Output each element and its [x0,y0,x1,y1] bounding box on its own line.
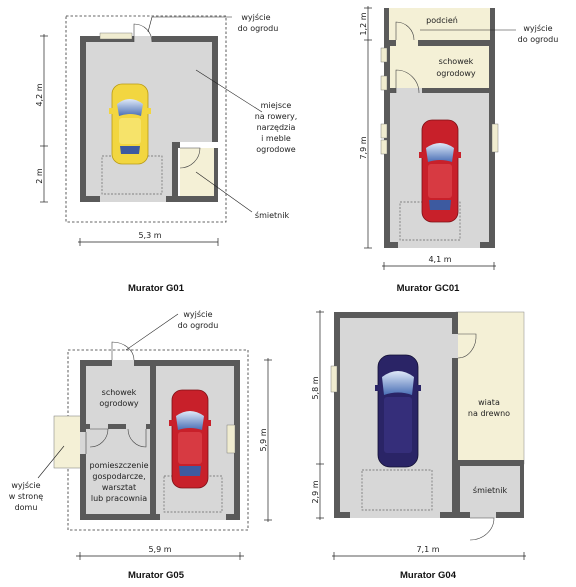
g05-car [169,389,211,489]
gc01-storage-label-1: schowek [439,57,474,66]
gc01-storage-door [395,69,420,94]
g01-storage-label-2: na rowery, [255,112,298,121]
g01-storage-label-1: miejsce [261,101,292,110]
gc01-storage-label-2: ogrodowy [436,69,475,78]
g05-exit-top-label-1: wyjście [183,309,212,319]
g05-storage-room [86,366,152,426]
g01-dim-depth-bin: 2 m [35,168,44,184]
g01-plot-outline [65,15,227,223]
plan-g04: 5,8 m 2,9 m 7,1 m wiata na drewno śmietn… [311,310,526,581]
g01-bin-door [179,147,201,169]
g04-title: Murator G04 [400,570,457,581]
g04-car [375,354,421,468]
g05-exit-side-label-1: wyjście [11,480,40,490]
gc01-exit-label-1: wyjście [523,23,552,33]
g05-room-label-4: lub pracownia [91,494,147,503]
g05-exit-top-label-2: do ogrodu [178,321,219,330]
g04-dim-depth-main: 5,8 m [311,376,320,399]
g01-bin-label: śmietnik [255,210,290,220]
g05-exit-side-label-2: w stronę [9,492,43,501]
g01-title: Murator G01 [128,283,185,294]
gc01-cellar-label: podcień [426,16,458,25]
g05-storage-label-2: ogrodowy [99,399,138,408]
gc01-dim-depth-main: 7,9 m [359,136,368,159]
g04-wood-shelter [456,312,524,464]
g04-dim-width: 7,1 m [416,545,439,554]
g04-shelter-label-1: wiata [478,398,500,407]
g01-storage-label-3: narzędzia [257,123,296,132]
plan-gc01: 1,2 m 7,9 m 4,1 m podcień wyjście do ogr… [359,6,558,294]
g04-bin-room [460,466,520,512]
gc01-garden-exit-door [395,21,415,41]
g04-bin-label: śmietnik [473,485,508,495]
g01-dim-depth-main: 4,2 m [35,83,44,106]
g04-bin-door [469,517,495,541]
g01-exit-label-2: do ogrodu [238,24,279,33]
g05-room-label-1: pomieszczenie [89,461,148,470]
gc01-exit-label-2: do ogrodu [518,35,559,44]
gc01-car [419,119,461,223]
plan-g05: 5,9 m 5,9 m wyjście do ogrodu schowek og… [9,309,272,581]
g05-title: Murator G05 [128,570,185,581]
g05-room-label-2: gospodarcze, [92,472,145,481]
g01-storage-label-4: i meble [261,134,291,143]
gc01-storage-room [390,46,489,88]
plan-g01: 4,2 m 2 m 5,3 m wyjście do ogrodu miejsc… [35,12,297,294]
g05-dim-depth: 5,9 m [259,428,268,451]
g04-parking-spot [361,469,433,511]
g05-room-label-3: warsztat [102,483,136,492]
g04-shelter-door [457,333,477,359]
g04-dim-depth-bin: 2,9 m [311,480,320,503]
g05-garden-exit-door [111,341,135,361]
g05-workshop-room [86,429,150,514]
g05-dim-width: 5,9 m [148,545,171,554]
gc01-title: Murator GC01 [397,283,461,294]
g01-storage-label-5: ogrodowe [256,145,295,154]
g01-car [109,83,151,165]
gc01-cellar [384,8,494,42]
g01-bin-room [180,148,218,196]
g05-exit-side-label-3: domu [15,503,38,512]
gc01-dim-width: 4,1 m [428,255,451,264]
gc01-dim-depth-top: 1,2 m [359,12,368,35]
g01-exit-label-1: wyjście [241,12,270,22]
g05-storage-label-1: schowek [102,388,137,397]
g05-side-porch [54,416,82,468]
g01-garden-exit-door [133,23,153,43]
g04-shelter-label-2: na drewno [468,409,510,418]
g01-dim-width: 5,3 m [138,231,161,240]
